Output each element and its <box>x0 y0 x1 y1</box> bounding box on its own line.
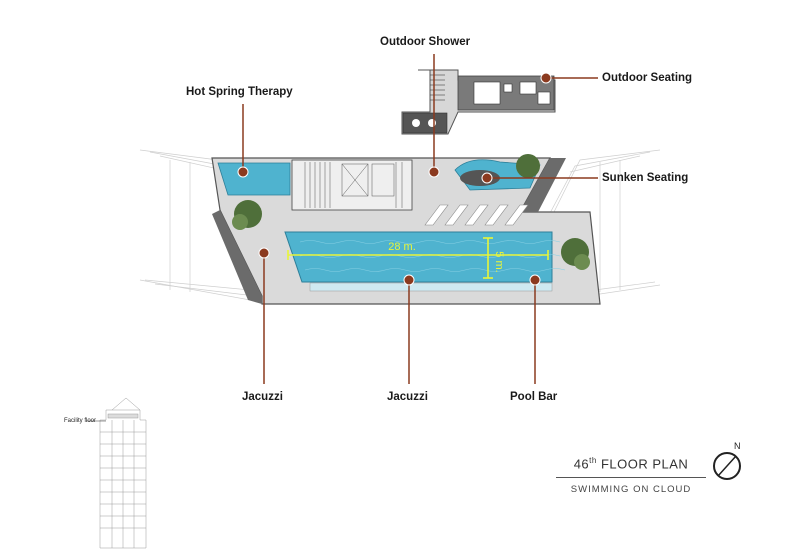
deck-edge-left <box>212 210 262 304</box>
north-arrow-icon <box>713 452 741 480</box>
label-hot-spring-therapy: Hot Spring Therapy <box>186 86 293 98</box>
sun-loungers <box>424 204 529 226</box>
planting-trees <box>232 154 590 270</box>
label-jacuzzi-left: Jacuzzi <box>242 391 283 403</box>
leader-lines <box>242 54 598 384</box>
elevation-caption: Facility floor <box>64 418 97 424</box>
marker-outdoor-seating <box>540 72 552 84</box>
marker-pool-bar <box>529 274 541 286</box>
lap-pool <box>284 231 553 283</box>
location-markers <box>237 72 552 286</box>
plan-title-block: 46th FLOOR PLAN SWIMMING ON CLOUD <box>556 456 706 495</box>
label-outdoor-seating: Outdoor Seating <box>602 72 693 84</box>
pool-width-dimension: 5 m. <box>493 251 505 272</box>
core-hatching <box>304 162 403 208</box>
label-outdoor-shower: Outdoor Shower <box>380 36 471 48</box>
marker-hot-spring <box>237 166 249 178</box>
shower-platform <box>402 112 448 134</box>
outdoor-seating-furniture <box>473 81 551 105</box>
plan-title: 46th FLOOR PLAN <box>556 456 706 471</box>
dimension-lines <box>287 237 549 279</box>
label-pool-bar: Pool Bar <box>510 391 558 403</box>
pool-length-dimension: 28 m. <box>388 241 416 253</box>
plan-title-text: FLOOR PLAN <box>596 456 689 472</box>
hot-spring-pool <box>217 162 291 196</box>
service-core <box>291 159 413 211</box>
stair-to-terrace <box>430 74 445 101</box>
marker-outdoor-shower <box>428 166 440 178</box>
tower-elevation <box>99 397 147 549</box>
marker-jacuzzi-left <box>258 247 270 259</box>
plan-subtitle: SWIMMING ON CLOUD <box>570 484 692 496</box>
pool-ledge <box>309 282 553 292</box>
shower-head <box>412 119 420 127</box>
marker-jacuzzi-center <box>403 274 415 286</box>
plan-title-number: 46 <box>573 456 590 472</box>
label-jacuzzi-center: Jacuzzi <box>387 391 428 403</box>
shower-head-2 <box>428 119 436 127</box>
title-divider <box>556 477 706 479</box>
deck-edge-right <box>520 158 566 212</box>
north-letter: N <box>734 441 741 451</box>
label-sunken-seating: Sunken Seating <box>602 172 689 184</box>
marker-sunken-seating <box>481 172 493 184</box>
plan-title-suffix: th <box>589 456 597 465</box>
